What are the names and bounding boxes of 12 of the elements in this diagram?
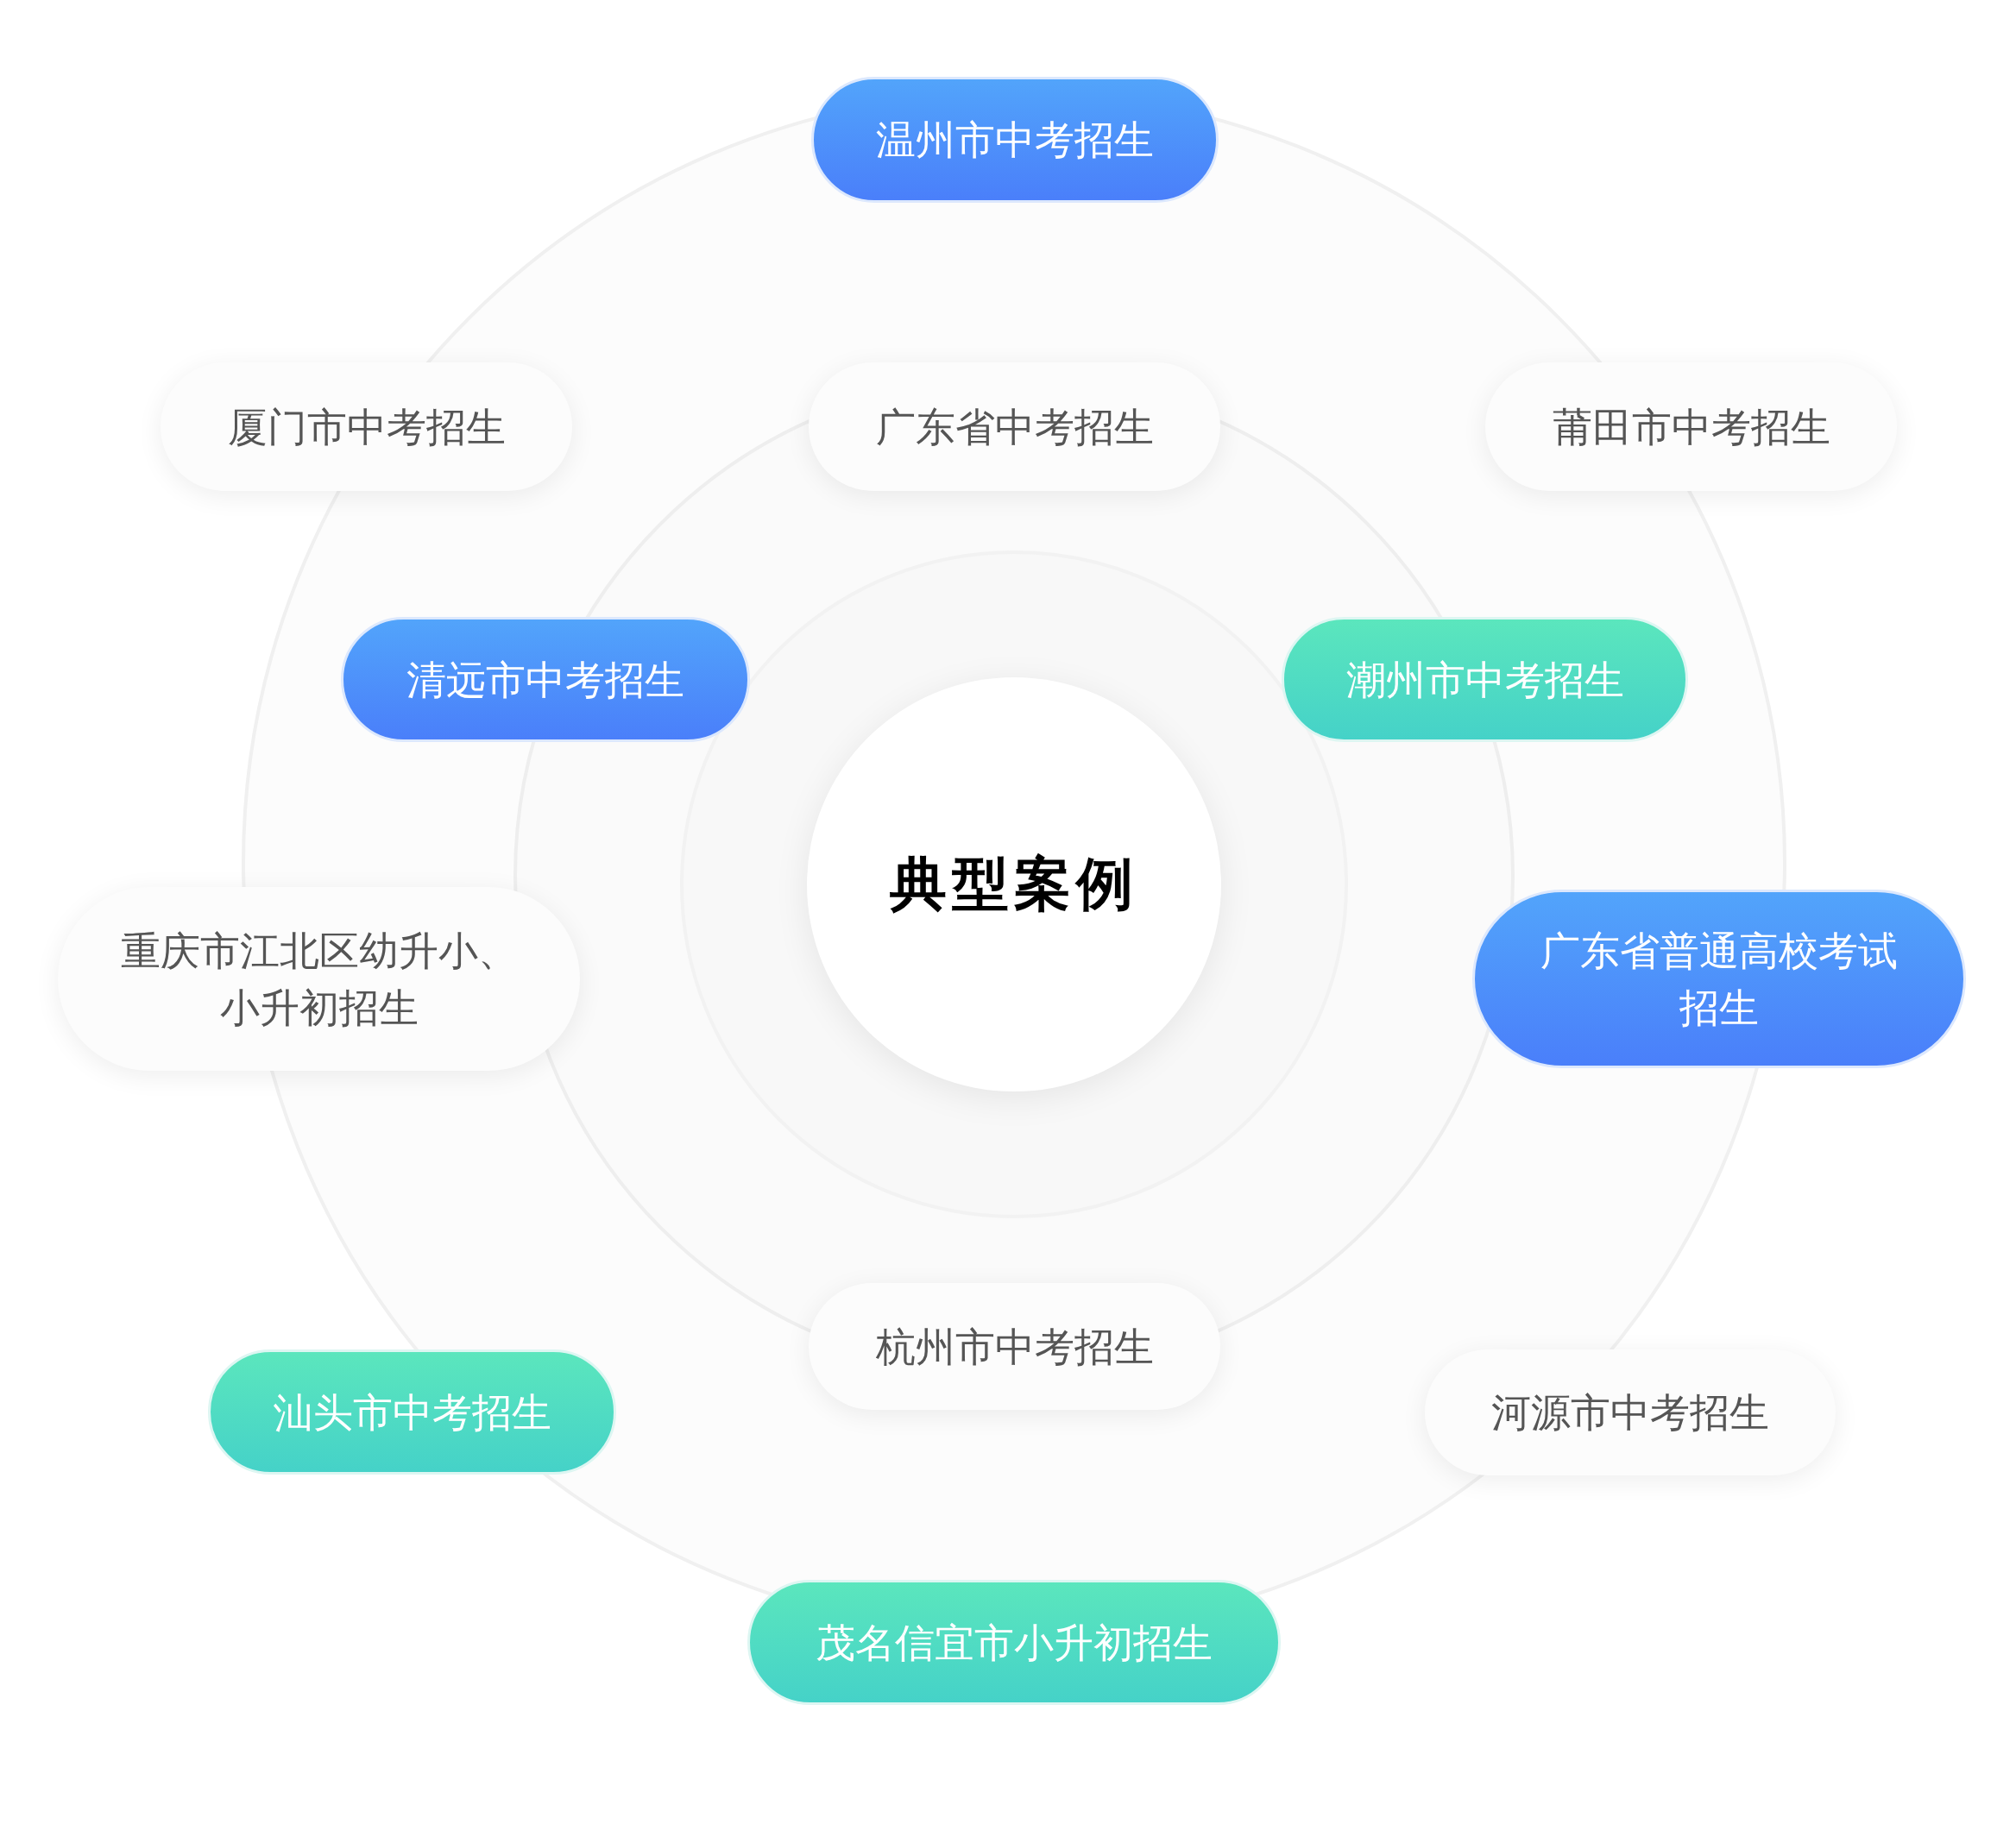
node-label: 茂名信宜市小升初招生: [816, 1618, 1213, 1668]
node-label: 厦门市中考招生: [227, 402, 506, 452]
node-label: 广东省中考招生: [875, 402, 1154, 452]
node-label: 莆田市中考招生: [1552, 402, 1830, 452]
node-label: 汕头市中考招生: [273, 1387, 551, 1437]
node-label: 广东省普通高校考试招生: [1540, 926, 1899, 1033]
node-label: 杭州市中考招生: [875, 1322, 1154, 1372]
node-label: 河源市中考招生: [1491, 1388, 1769, 1437]
node-label: 潮州市中考招生: [1345, 655, 1624, 705]
node-label: 清远市中考招生: [406, 655, 684, 705]
node-label: 重庆市江北区幼升小、小升初招生: [119, 926, 519, 1033]
node-label: 温州市中考招生: [876, 116, 1154, 165]
